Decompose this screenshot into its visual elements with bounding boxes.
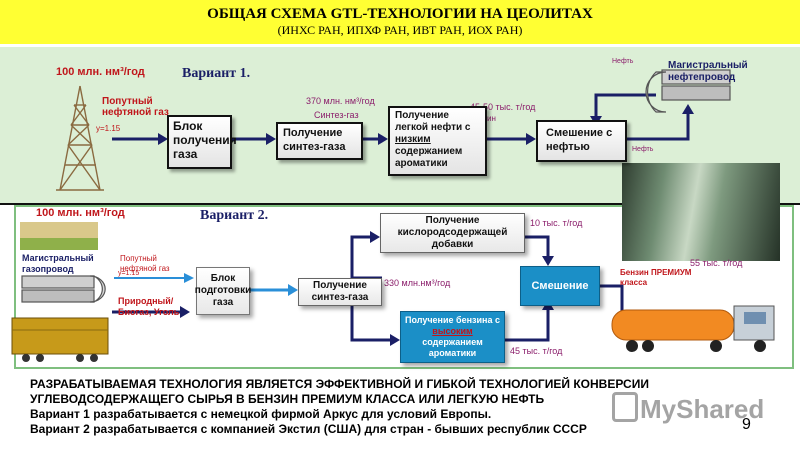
v1-light-oil-box: Получение легкой нефти с низким содержан…	[388, 106, 487, 176]
v1-product-rate: 45-50 тыс. т/год	[470, 102, 536, 112]
page-number: 9	[742, 416, 751, 433]
v1-gas-block-box: Блок получения газа	[167, 115, 237, 169]
slide-title: ОБЩАЯ СХЕМА GTL-ТЕХНОЛОГИИ НА ЦЕОЛИТАХ	[207, 6, 593, 22]
variant2-arrows	[114, 273, 298, 296]
footer-line-1: РАЗРАБАТЫВАЕМАЯ ТЕХНОЛОГИЯ ЯВЛЯЕТСЯ ЭФФЕ…	[30, 377, 649, 391]
v2-y-factor: y=1.15	[118, 270, 140, 277]
field-icon	[20, 222, 98, 250]
v2-syngas-box: Получение синтез-газа	[298, 278, 382, 306]
pipeline-icon	[645, 69, 731, 113]
v1-light-oil-text-3: содержанием ароматики	[395, 146, 463, 169]
v1-mixing-box: Смешение с нефтью	[536, 120, 627, 162]
v2-gasoline-text-2: высоким	[432, 326, 473, 336]
footer-line-4: Вариант 2 разрабатывается с компанией Эк…	[30, 422, 587, 436]
v1-label: Вариант 1.	[182, 66, 251, 81]
v2-gasoline-text-3: содержанием ароматики	[422, 337, 483, 358]
v2-prep-block-box: Блок подготовки газа	[195, 267, 251, 315]
v1-syngas-label: Синтез-газ	[314, 110, 359, 120]
v1-oil-bottom: Нефть	[632, 146, 654, 153]
v1-syngas-volume: 370 млн. нм³/год	[306, 96, 375, 106]
title-bar	[0, 0, 800, 44]
v2-mixing-box: Смешение	[520, 266, 600, 306]
v1-oil-top: Нефть	[612, 58, 634, 65]
v1-y-factor: y=1.15	[96, 124, 121, 133]
variant2-frame	[14, 205, 794, 369]
v2-oxygenate-box: Получение кислородсодержащей добавки	[380, 213, 525, 253]
watermark: MyShared	[640, 394, 765, 424]
v2-product-rate: 55 тыс. т/год	[690, 258, 743, 268]
v2-syngas-volume: 330 млн.нм³/год	[384, 278, 451, 288]
watermark-logo-icon	[612, 392, 638, 422]
v2-label: Вариант 2.	[200, 208, 269, 223]
v1-light-oil-text-2: низким	[395, 134, 431, 145]
v2-product-label: Бензин ПРЕМИУМ класса	[620, 268, 692, 287]
footer-text: РАЗРАБАТЫВАЕМАЯ ТЕХНОЛОГИЯ ЯВЛЯЕТСЯ ЭФФЕ…	[30, 377, 770, 437]
v2-feed-label: Попутный нефтяной газ	[120, 254, 170, 273]
v2-volume: 100 млн. нм³/год	[36, 207, 125, 219]
gas-pipeline-icon	[21, 275, 106, 303]
refinery-photo	[622, 163, 780, 261]
variant1-arrows	[112, 93, 694, 145]
v1-feed-label: Попутный нефтяной газ	[102, 96, 169, 118]
slide-subtitle: (ИНХС РАН, ИПХФ РАН, ИВТ РАН, ИОХ РАН)	[277, 23, 523, 37]
v2-alt-feed-label: Природный/ Биогаз, Уголь	[118, 296, 180, 317]
tanker-truck-icon	[611, 305, 775, 352]
v2-pipeline-label: Магистральный газопровод	[22, 253, 94, 274]
v1-syngas-box: Получение синтез-газа	[276, 122, 363, 160]
v1-pipeline-label: Магистральный нефтепровод	[668, 60, 748, 83]
v2-gasoline-text-1: Получение бензина с	[404, 315, 500, 325]
v2-gasoline-rate: 45 тыс. т/год	[510, 346, 563, 356]
v2-additive-rate: 10 тыс. т/год	[530, 218, 583, 228]
v2-gasoline-box: Получение бензина с высоким содержанием …	[400, 311, 505, 363]
footer-line-3: Вариант 1 разрабатывается с немецкой фир…	[30, 407, 492, 421]
v1-light-oil-text-1: Получение легкой нефти с	[395, 110, 471, 133]
footer-line-2: УГЛЕВОДСОДЕРЖАЩЕГО СЫРЬЯ В БЕНЗИН ПРЕМИУ…	[30, 392, 545, 406]
v1-volume: 100 млн. нм³/год	[56, 66, 145, 78]
rail-car-icon	[11, 317, 109, 362]
oil-derrick-icon	[56, 85, 104, 191]
divider	[0, 203, 800, 205]
